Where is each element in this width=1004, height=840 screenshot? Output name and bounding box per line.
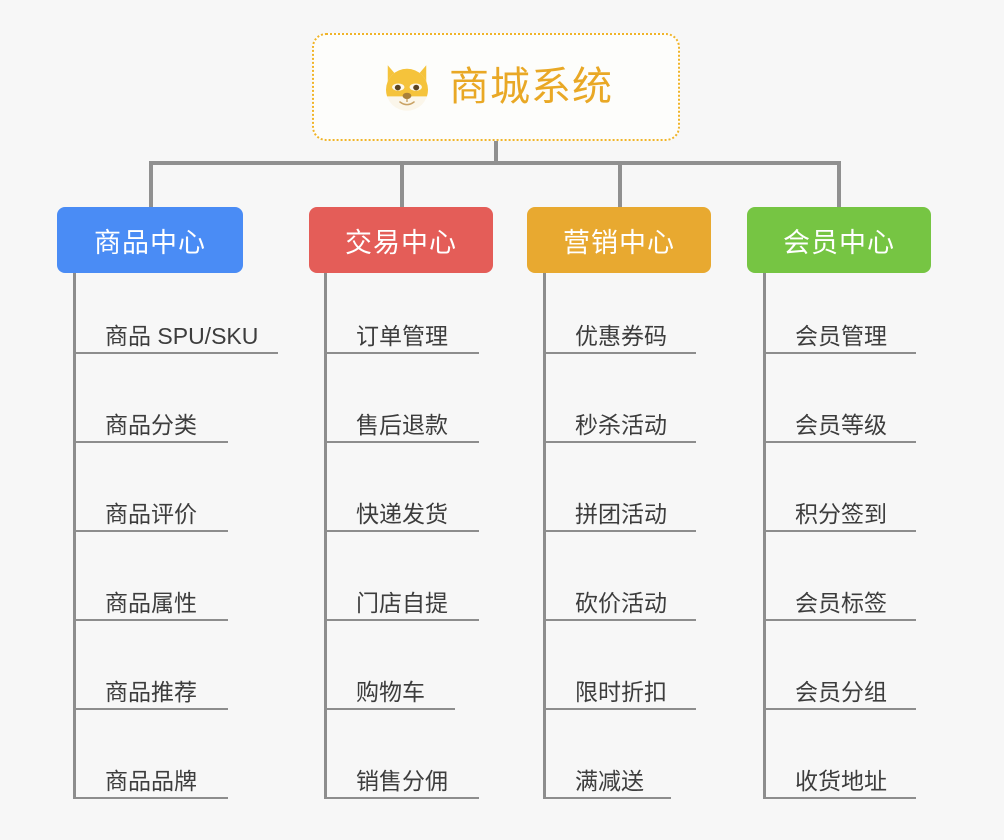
category-label: 会员中心	[783, 227, 895, 258]
leaf-node[interactable]: 收货地址	[763, 761, 916, 799]
connector-drop-1	[149, 161, 153, 207]
leaf-underline	[73, 352, 278, 354]
leaf-underline	[73, 441, 228, 443]
leaf-underline	[324, 441, 479, 443]
leaf-node[interactable]: 快递发货	[324, 494, 479, 532]
leaf-label: 限时折扣	[575, 679, 667, 705]
leaf-underline	[763, 352, 916, 354]
leaf-label: 砍价活动	[575, 590, 667, 616]
leaf-node[interactable]: 会员标签	[763, 583, 916, 621]
leaf-node[interactable]: 商品分类	[73, 405, 228, 443]
root-node[interactable]: 商城系统	[312, 33, 680, 141]
leaf-underline	[543, 797, 671, 799]
leaf-label: 商品品牌	[105, 768, 197, 794]
leaf-underline	[324, 352, 479, 354]
leaf-underline	[324, 530, 479, 532]
connector-root-stem	[494, 141, 498, 163]
branch-spine	[73, 273, 76, 799]
leaf-node[interactable]: 商品品牌	[73, 761, 228, 799]
leaf-underline	[543, 619, 696, 621]
leaf-label: 销售分佣	[356, 768, 448, 794]
connector-horizontal-bus	[149, 161, 841, 165]
category-label: 交易中心	[345, 227, 457, 258]
dog-face-icon	[379, 60, 435, 116]
leaf-node[interactable]: 砍价活动	[543, 583, 696, 621]
leaf-label: 会员标签	[795, 590, 887, 616]
leaf-label: 商品评价	[105, 501, 197, 527]
leaf-underline	[73, 708, 228, 710]
leaf-label: 积分签到	[795, 501, 887, 527]
leaf-underline	[73, 797, 228, 799]
leaf-label: 商品分类	[105, 412, 197, 438]
branch-spine	[543, 273, 546, 799]
connector-drop-4	[837, 161, 841, 207]
leaf-node[interactable]: 商品 SPU/SKU	[73, 316, 278, 354]
leaf-label: 秒杀活动	[575, 412, 667, 438]
leaf-label: 商品推荐	[105, 679, 197, 705]
connector-drop-3	[618, 161, 622, 207]
leaf-label: 售后退款	[356, 412, 448, 438]
leaf-node[interactable]: 满减送	[543, 761, 671, 799]
leaf-underline	[763, 530, 916, 532]
branch-spine	[763, 273, 766, 799]
leaf-underline	[543, 530, 696, 532]
leaf-label: 会员分组	[795, 679, 887, 705]
leaf-underline	[73, 530, 228, 532]
leaf-label: 快递发货	[356, 501, 448, 527]
leaf-node[interactable]: 优惠券码	[543, 316, 696, 354]
leaf-underline	[543, 441, 696, 443]
leaf-underline	[543, 352, 696, 354]
leaf-node[interactable]: 拼团活动	[543, 494, 696, 532]
leaf-node[interactable]: 限时折扣	[543, 672, 696, 710]
leaf-label: 收货地址	[795, 768, 887, 794]
leaf-underline	[324, 708, 455, 710]
leaf-node[interactable]: 积分签到	[763, 494, 916, 532]
leaf-underline	[543, 708, 696, 710]
leaf-node[interactable]: 秒杀活动	[543, 405, 696, 443]
leaf-label: 订单管理	[356, 323, 448, 349]
leaf-underline	[324, 619, 479, 621]
leaf-underline	[763, 441, 916, 443]
leaf-label: 拼团活动	[575, 501, 667, 527]
leaf-node[interactable]: 会员分组	[763, 672, 916, 710]
leaf-label: 满减送	[575, 768, 644, 794]
category-header-marketing[interactable]: 营销中心	[527, 207, 711, 273]
leaf-node[interactable]: 订单管理	[324, 316, 479, 354]
leaf-node[interactable]: 会员管理	[763, 316, 916, 354]
leaf-underline	[324, 797, 479, 799]
leaf-node[interactable]: 购物车	[324, 672, 455, 710]
leaf-label: 会员管理	[795, 323, 887, 349]
leaf-label: 优惠券码	[575, 323, 667, 349]
leaf-node[interactable]: 售后退款	[324, 405, 479, 443]
leaf-label: 门店自提	[356, 590, 448, 616]
leaf-label: 商品 SPU/SKU	[105, 323, 259, 349]
leaf-node[interactable]: 会员等级	[763, 405, 916, 443]
leaf-node[interactable]: 门店自提	[324, 583, 479, 621]
root-title: 商城系统	[449, 65, 613, 109]
leaf-label: 会员等级	[795, 412, 887, 438]
category-header-member[interactable]: 会员中心	[747, 207, 931, 273]
connector-drop-2	[400, 161, 404, 207]
category-header-trade[interactable]: 交易中心	[309, 207, 493, 273]
leaf-underline	[763, 619, 916, 621]
category-header-product[interactable]: 商品中心	[57, 207, 243, 273]
leaf-label: 商品属性	[105, 590, 197, 616]
category-label: 商品中心	[94, 227, 206, 258]
leaf-label: 购物车	[356, 679, 425, 705]
leaf-node[interactable]: 商品评价	[73, 494, 228, 532]
leaf-node[interactable]: 销售分佣	[324, 761, 479, 799]
leaf-underline	[763, 797, 916, 799]
leaf-underline	[73, 619, 228, 621]
leaf-node[interactable]: 商品属性	[73, 583, 228, 621]
branch-spine	[324, 273, 327, 799]
category-label: 营销中心	[563, 227, 675, 258]
leaf-underline	[763, 708, 916, 710]
leaf-node[interactable]: 商品推荐	[73, 672, 228, 710]
